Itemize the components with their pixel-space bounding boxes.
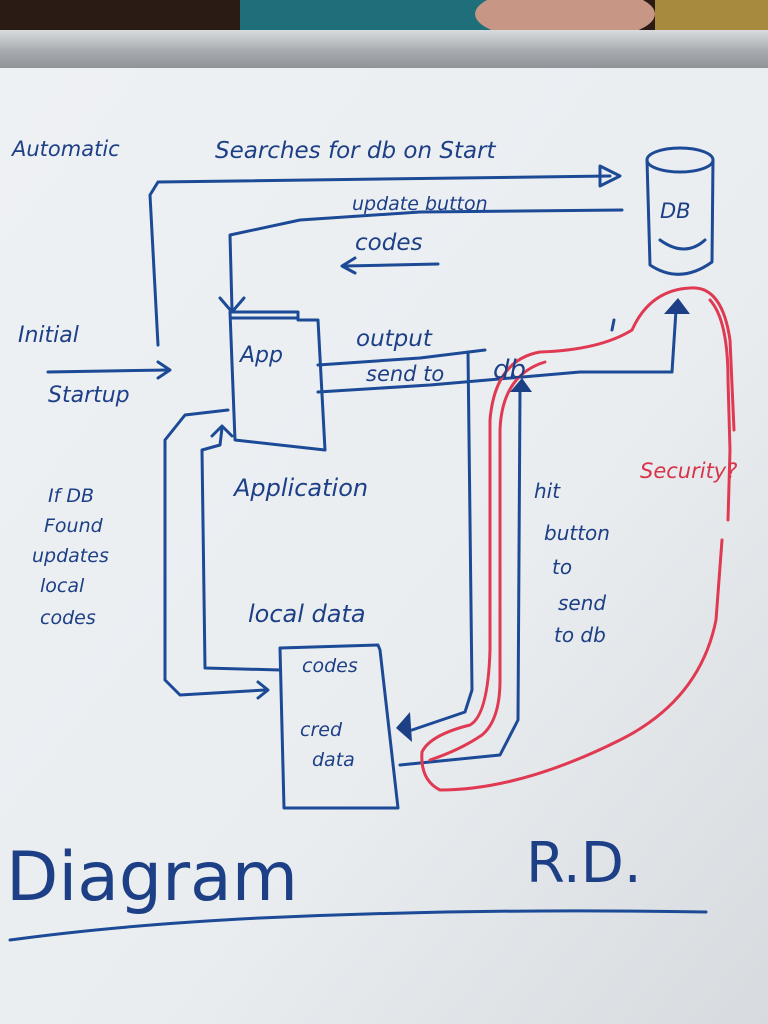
app-label: App	[238, 343, 283, 368]
update-line	[228, 208, 624, 312]
update-button-label: update button	[352, 193, 488, 215]
codes-arrow-label: codes	[355, 230, 422, 256]
hit-button-arrowhead	[510, 378, 532, 392]
hit-button-line-4: send	[558, 591, 606, 615]
if-db-found-note: If DB Found updates local codes	[32, 485, 109, 629]
local-box-data: data	[312, 749, 355, 771]
security-loop-inner	[428, 360, 547, 762]
if-db-found-line-5: codes	[40, 607, 96, 629]
application-label: Application	[232, 474, 368, 502]
diagram-title: Diagram	[6, 838, 298, 917]
hit-button-line-3: to	[552, 555, 572, 579]
heading-automatic: Automatic	[10, 137, 120, 161]
security-label: Security?	[640, 459, 737, 483]
local-data-label: local data	[248, 600, 366, 628]
hit-button-line-2: button	[544, 521, 610, 545]
db-cylinder-body	[645, 158, 715, 276]
search-arrowhead	[598, 164, 622, 188]
if-db-found-line-4: local	[40, 575, 85, 597]
update-loop-outer-arrowhead	[256, 680, 270, 700]
if-db-found-line-3: updates	[32, 545, 109, 567]
output-line	[316, 348, 487, 367]
db-cylinder-inner	[658, 238, 707, 251]
hit-button-note: hit button to send to db	[534, 479, 610, 647]
startup-label: Startup	[48, 383, 130, 408]
update-loop-inner-arrowhead	[210, 424, 234, 438]
codes-arrowhead	[340, 256, 357, 275]
initial-label: Initial	[18, 323, 79, 348]
hit-button-line	[398, 388, 522, 767]
output-label: output	[356, 326, 433, 352]
hit-button-line-1: hit	[534, 479, 561, 503]
codes-arrow	[343, 262, 440, 268]
db-short-label: db	[493, 355, 526, 385]
db-label: DB	[660, 199, 691, 223]
heading-searches: Searches for db on Start	[215, 138, 497, 164]
output-to-local-line	[410, 350, 474, 732]
startup-arrow	[46, 368, 170, 374]
db-tick	[610, 318, 616, 332]
security-loop-line-2	[708, 298, 732, 522]
poster-right	[655, 0, 768, 34]
board-frame-rail	[0, 30, 768, 70]
startup-arrowhead	[156, 360, 172, 380]
if-db-found-line-1: If DB	[48, 485, 94, 507]
diagram-initials: R.D.	[526, 831, 642, 896]
update-loop-outer	[163, 408, 267, 697]
send-arrowhead	[664, 298, 690, 314]
send-to-label: send to	[366, 362, 444, 386]
hit-button-line-5: to db	[554, 623, 606, 647]
local-box-codes: codes	[302, 655, 358, 677]
local-data-box	[278, 643, 400, 810]
if-db-found-line-2: Found	[44, 515, 104, 537]
whiteboard-surface	[0, 68, 768, 1024]
output-to-local-arrowhead	[396, 712, 412, 742]
app-box	[228, 310, 327, 452]
search-arrow-line	[148, 174, 612, 347]
send-line	[316, 308, 678, 394]
update-loop-inner	[200, 426, 282, 672]
local-box-contents: codes cred data	[300, 655, 358, 771]
title-underline	[8, 909, 708, 942]
local-box-cred: cred	[300, 719, 343, 741]
security-loop-line	[420, 286, 736, 792]
